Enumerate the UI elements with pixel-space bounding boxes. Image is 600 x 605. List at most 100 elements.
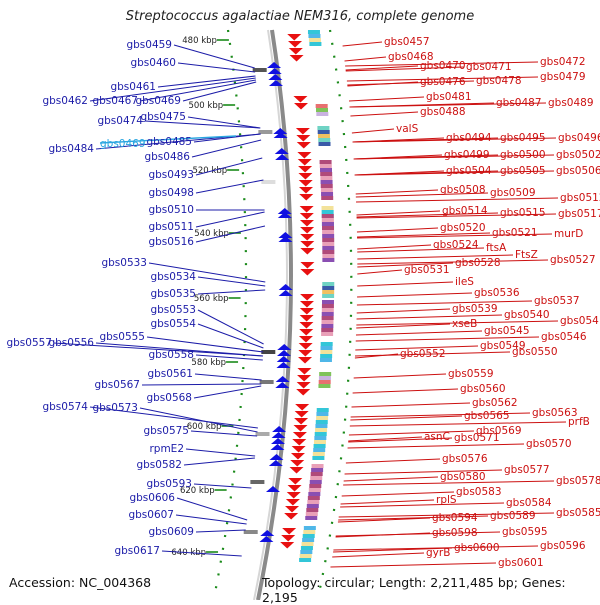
gene-label-reverse[interactable]: gbs0524 bbox=[433, 239, 479, 251]
gene-label-forward[interactable]: gbs0461 bbox=[110, 81, 156, 93]
gene-label-forward[interactable]: gbs0510 bbox=[148, 204, 194, 216]
gene-label-forward[interactable]: gbs0553 bbox=[150, 304, 196, 316]
gene-label-forward[interactable]: gbs0556 bbox=[48, 337, 94, 349]
gene-label-reverse[interactable]: murD bbox=[554, 228, 583, 240]
gene-label-reverse[interactable]: gbs0500 bbox=[500, 149, 546, 161]
gene-label-reverse[interactable]: gbs0514 bbox=[442, 205, 488, 217]
gene-label-highlight[interactable]: gbs0469 bbox=[100, 138, 146, 150]
gene-label-forward[interactable]: gbs0467 bbox=[92, 95, 138, 107]
gene-label-reverse[interactable]: gbs0546 bbox=[541, 331, 587, 343]
gene-label-reverse[interactable]: gbs0502 bbox=[556, 149, 600, 161]
gene-label-forward[interactable]: gbs0568 bbox=[146, 392, 192, 404]
gene-label-reverse[interactable]: prfB bbox=[568, 416, 590, 428]
gene-label-reverse[interactable]: valS bbox=[396, 123, 419, 135]
gene-label-reverse[interactable]: gbs0560 bbox=[460, 383, 506, 395]
gene-label-forward[interactable]: gbs0555 bbox=[99, 331, 145, 343]
gene-label-reverse[interactable]: gbs0536 bbox=[474, 287, 520, 299]
gene-label-reverse[interactable]: gbs0505 bbox=[500, 165, 546, 177]
gene-label-forward[interactable]: gbs0567 bbox=[94, 379, 140, 391]
gene-label-forward[interactable]: gbs0574 bbox=[42, 401, 88, 413]
gene-label-reverse[interactable]: gbs0565 bbox=[464, 410, 510, 422]
gene-label-forward[interactable]: gbs0511 bbox=[148, 221, 194, 233]
gene-label-forward[interactable]: gbs0575 bbox=[143, 425, 189, 437]
gene-label-reverse[interactable]: gbs0527 bbox=[550, 254, 596, 266]
gene-label-reverse[interactable]: rplS bbox=[436, 494, 457, 506]
gene-label-reverse[interactable]: gbs0495 bbox=[500, 132, 546, 144]
gene-label-forward[interactable]: gbs0582 bbox=[136, 459, 182, 471]
gene-label-reverse[interactable]: gbs0539 bbox=[452, 303, 498, 315]
gene-label-reverse[interactable]: gbs0508 bbox=[440, 184, 486, 196]
gene-label-reverse[interactable]: gbs0506 bbox=[556, 165, 600, 177]
gene-label-reverse[interactable]: gbs0476 bbox=[420, 76, 466, 88]
gene-label-reverse[interactable]: gbs0595 bbox=[502, 526, 548, 538]
gene-label-forward[interactable]: gbs0498 bbox=[148, 187, 194, 199]
gene-label-forward[interactable]: gbs0535 bbox=[150, 288, 196, 300]
gene-label-reverse[interactable]: gbs0494 bbox=[446, 132, 492, 144]
gene-label-reverse[interactable]: gbs0481 bbox=[426, 91, 472, 103]
gene-label-reverse[interactable]: gbs0521 bbox=[492, 227, 538, 239]
gene-label-reverse[interactable]: gbs0515 bbox=[500, 207, 546, 219]
gene-label-reverse[interactable]: gbs0601 bbox=[498, 557, 544, 569]
gene-label-reverse[interactable]: gbs0585 bbox=[556, 507, 600, 519]
gene-label-reverse[interactable]: gbs0577 bbox=[504, 464, 550, 476]
gene-label-reverse[interactable]: gbs0552 bbox=[400, 348, 446, 360]
gene-label-reverse[interactable]: gbs0478 bbox=[476, 75, 522, 87]
gene-label-reverse[interactable]: gbs0540 bbox=[504, 309, 550, 321]
gene-label-reverse[interactable]: gbs0531 bbox=[404, 264, 450, 276]
gene-label-reverse[interactable]: gbs0509 bbox=[490, 187, 536, 199]
gene-label-forward[interactable]: gbs0533 bbox=[101, 257, 147, 269]
gene-label-reverse[interactable]: gbs0517 bbox=[558, 208, 600, 220]
gene-label-forward[interactable]: gbs0573 bbox=[92, 402, 138, 414]
gene-label-forward[interactable]: gbs0561 bbox=[147, 368, 193, 380]
gene-label-reverse[interactable]: gbs0496 bbox=[558, 132, 600, 144]
gene-label-forward[interactable]: gbs0469 bbox=[135, 95, 181, 107]
gene-label-forward[interactable]: gbs0493 bbox=[148, 169, 194, 181]
gene-label-forward[interactable]: gbs0607 bbox=[128, 509, 174, 521]
gene-label-reverse[interactable]: gbs0470 bbox=[420, 60, 466, 72]
gene-label-forward[interactable]: gbs0460 bbox=[130, 57, 176, 69]
gene-label-reverse[interactable]: gbs0468 bbox=[388, 51, 434, 63]
gene-label-reverse[interactable]: gbs0583 bbox=[456, 486, 502, 498]
gene-label-reverse[interactable]: gbs0471 bbox=[466, 61, 512, 73]
gene-label-reverse[interactable]: gbs0600 bbox=[454, 542, 500, 554]
gene-label-forward[interactable]: gbs0558 bbox=[148, 349, 194, 361]
gene-label-reverse[interactable]: gbs0570 bbox=[526, 438, 572, 450]
gene-label-reverse[interactable]: gbs0504 bbox=[446, 165, 492, 177]
gene-label-reverse[interactable]: gbs0562 bbox=[472, 397, 518, 409]
gene-label-reverse[interactable]: gbs0584 bbox=[506, 497, 552, 509]
gene-label-reverse[interactable]: gbs0472 bbox=[540, 56, 586, 68]
gene-label-forward[interactable]: rpmE2 bbox=[149, 443, 184, 455]
gene-label-reverse[interactable]: FtsZ bbox=[515, 249, 538, 261]
gene-label-forward[interactable]: gbs0462 bbox=[42, 95, 88, 107]
gene-label-reverse[interactable]: gbs0569 bbox=[476, 425, 522, 437]
gene-label-forward[interactable]: gbs0484 bbox=[48, 143, 94, 155]
gene-label-reverse[interactable]: gbs0487 bbox=[496, 97, 542, 109]
gene-label-reverse[interactable]: gbs0598 bbox=[432, 527, 478, 539]
gene-label-forward[interactable]: gbs0474 bbox=[97, 115, 143, 127]
gene-label-reverse[interactable]: gbs0545 bbox=[484, 325, 530, 337]
gene-label-forward[interactable]: gbs0516 bbox=[148, 236, 194, 248]
gene-label-reverse[interactable]: gbs0576 bbox=[442, 453, 488, 465]
gene-label-reverse[interactable]: gbs0563 bbox=[532, 407, 578, 419]
gene-label-forward[interactable]: gbs0534 bbox=[150, 271, 196, 283]
gene-label-reverse[interactable]: gbs0537 bbox=[534, 295, 580, 307]
gene-label-reverse[interactable]: gbs0550 bbox=[512, 346, 558, 358]
gene-label-forward[interactable]: gbs0617 bbox=[114, 545, 160, 557]
gene-label-reverse[interactable]: xseB bbox=[452, 318, 477, 330]
gene-label-forward[interactable]: gbs0485 bbox=[146, 136, 192, 148]
gene-label-forward[interactable]: gbs0475 bbox=[140, 111, 186, 123]
gene-label-forward[interactable]: gbs0459 bbox=[126, 39, 172, 51]
gene-label-reverse[interactable]: gbs0541 bbox=[560, 315, 600, 327]
gene-label-reverse[interactable]: gbs0479 bbox=[540, 71, 586, 83]
gene-label-forward[interactable]: gbs0593 bbox=[146, 478, 192, 490]
gene-label-reverse[interactable]: gbs0512 bbox=[560, 192, 600, 204]
gene-label-reverse[interactable]: gbs0499 bbox=[444, 149, 490, 161]
gene-label-reverse[interactable]: gbs0559 bbox=[448, 368, 494, 380]
gene-label-reverse[interactable]: ileS bbox=[455, 276, 474, 288]
gene-label-reverse[interactable]: gbs0520 bbox=[440, 222, 486, 234]
gene-label-forward[interactable]: gbs0554 bbox=[150, 318, 196, 330]
gene-label-forward[interactable]: gbs0557 bbox=[6, 337, 52, 349]
gene-label-reverse[interactable]: gbs0457 bbox=[384, 36, 430, 48]
gene-label-reverse[interactable]: gbs0578 bbox=[556, 475, 600, 487]
gene-label-reverse[interactable]: gbs0528 bbox=[455, 257, 501, 269]
